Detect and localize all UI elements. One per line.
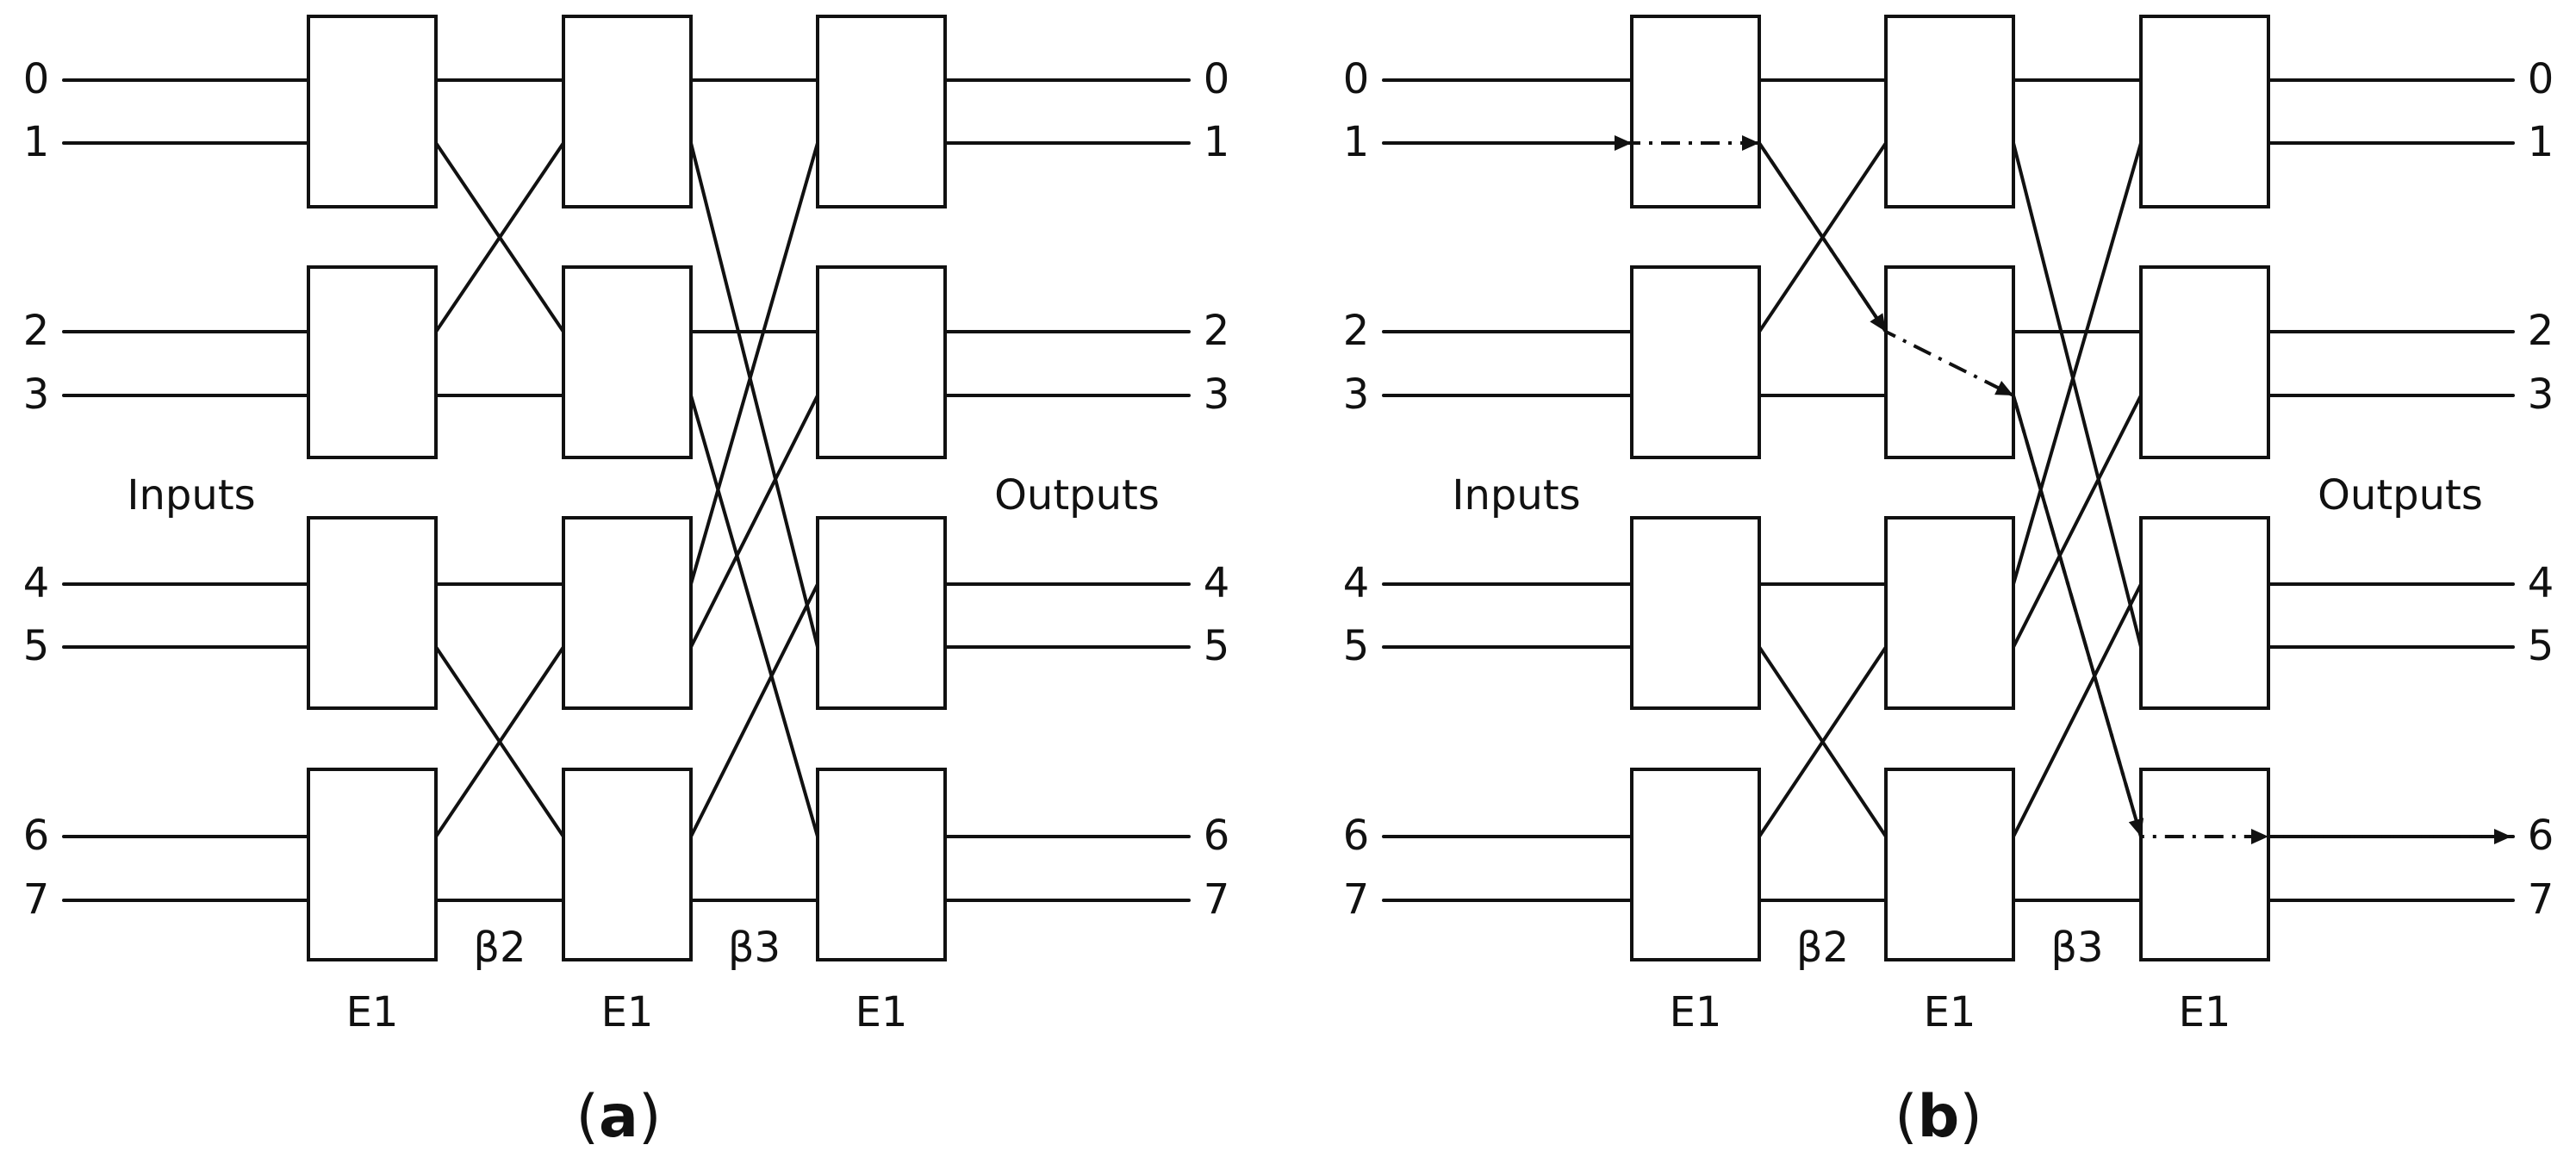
switch-s1-r3 — [1630, 516, 1761, 710]
link-stage2-3-to-6 — [2012, 394, 2143, 838]
stage-label-2: E1 — [601, 988, 654, 1036]
output-port-label-3: 3 — [1204, 370, 1230, 419]
switch-s2-r2 — [562, 265, 693, 459]
link-label-3: β3 — [2050, 924, 2103, 972]
switch-s3-r3 — [2139, 516, 2270, 710]
switch-s2-r1 — [562, 15, 693, 208]
output-port-label-7: 7 — [2528, 875, 2554, 924]
link-stage2-6-to-4 — [2012, 582, 2143, 838]
stage-label-2: E1 — [1924, 988, 1976, 1036]
output-port-label-4: 4 — [1204, 559, 1230, 607]
output-port-label-2: 2 — [2528, 307, 2554, 355]
outputs-label: Outputs — [2318, 471, 2483, 520]
input-port-label-2: 2 — [23, 307, 50, 355]
switch-s2-r4 — [562, 768, 693, 961]
link-stage2-5-to-3 — [2012, 394, 2143, 649]
link-stage2-5-to-3 — [689, 394, 819, 649]
input-port-label-1: 1 — [1343, 118, 1370, 166]
route-arrowhead-5 — [2128, 818, 2144, 837]
link-stage2-6-to-4 — [689, 582, 819, 838]
output-port-label-2: 2 — [1204, 307, 1230, 355]
output-port-label-6: 6 — [1204, 812, 1230, 860]
input-port-label-1: 1 — [23, 118, 50, 166]
switch-s1-r4 — [307, 768, 438, 961]
output-port-label-7: 7 — [1204, 875, 1230, 924]
switch-s3-r4 — [816, 768, 947, 961]
link-stage2-4-to-1 — [689, 141, 819, 586]
input-port-label-0: 0 — [23, 55, 50, 103]
link-stage2-4-to-1 — [2012, 141, 2143, 586]
link-label-2: β2 — [473, 924, 526, 972]
panel-caption: (a) — [576, 1083, 662, 1151]
switch-s2-r4 — [1884, 768, 2015, 961]
route-arrowhead-7 — [2494, 829, 2511, 844]
link-label-3: β3 — [728, 924, 781, 972]
switch-s3-r4 — [2139, 768, 2270, 961]
switch-s2-r3 — [562, 516, 693, 710]
input-port-label-4: 4 — [1343, 559, 1370, 607]
output-port-label-4: 4 — [2528, 559, 2554, 607]
switch-s1-r1 — [1630, 15, 1761, 208]
stage-label-3: E1 — [2179, 988, 2231, 1036]
input-port-label-0: 0 — [1343, 55, 1370, 103]
switch-s2-r3 — [1884, 516, 2015, 710]
stage-label-1: E1 — [346, 988, 399, 1036]
highlighted-route — [1384, 141, 2511, 838]
switch-s1-r2 — [1630, 265, 1761, 459]
switch-s3-r2 — [2139, 265, 2270, 459]
link-stage1-6-to-5 — [1758, 645, 1888, 838]
route-arrowhead-3 — [1870, 313, 1886, 332]
switch-s1-r3 — [307, 516, 438, 710]
switch-s2-r2 — [1884, 265, 2015, 459]
input-port-label-7: 7 — [23, 875, 50, 924]
panel-caption: (b) — [1895, 1083, 1982, 1151]
output-port-label-0: 0 — [2528, 55, 2554, 103]
input-port-label-5: 5 — [23, 622, 50, 670]
route-arrowhead-1 — [1615, 135, 1632, 151]
route-arrowhead-2 — [1742, 135, 1759, 151]
switch-s3-r1 — [2139, 15, 2270, 208]
switch-s3-r2 — [816, 265, 947, 459]
link-stage1-2-to-1 — [434, 141, 565, 333]
link-stage2-1-to-5 — [689, 141, 819, 649]
output-port-label-3: 3 — [2528, 370, 2554, 419]
output-port-label-0: 0 — [1204, 55, 1230, 103]
input-port-label-6: 6 — [23, 812, 50, 860]
link-stage1-6-to-5 — [434, 645, 565, 838]
input-port-label-3: 3 — [23, 370, 50, 419]
output-port-label-6: 6 — [2528, 812, 2554, 860]
input-port-label-7: 7 — [1343, 875, 1370, 924]
route-arrowhead-4 — [1994, 381, 2013, 395]
stage-label-1: E1 — [1670, 988, 1722, 1036]
link-stage2-3-to-6 — [689, 394, 819, 838]
input-port-label-5: 5 — [1343, 622, 1370, 670]
switch-s2-r1 — [1884, 15, 2015, 208]
link-stage2-1-to-5 — [2012, 141, 2143, 649]
link-label-2: β2 — [1796, 924, 1849, 972]
input-port-label-2: 2 — [1343, 307, 1370, 355]
switch-s1-r4 — [1630, 768, 1761, 961]
inputs-label: Inputs — [127, 471, 255, 520]
stage-label-3: E1 — [856, 988, 908, 1036]
output-port-label-1: 1 — [2528, 118, 2554, 166]
output-port-label-1: 1 — [1204, 118, 1230, 166]
outputs-label: Outputs — [994, 471, 1160, 520]
switch-s1-r1 — [307, 15, 438, 208]
switch-s3-r3 — [816, 516, 947, 710]
output-port-label-5: 5 — [1204, 622, 1230, 670]
input-port-label-6: 6 — [1343, 812, 1370, 860]
route-arrowhead-6 — [2251, 829, 2268, 844]
switch-s1-r2 — [307, 265, 438, 459]
inputs-label: Inputs — [1452, 471, 1580, 520]
input-port-label-4: 4 — [23, 559, 50, 607]
input-port-label-3: 3 — [1343, 370, 1370, 419]
switch-s3-r1 — [816, 15, 947, 208]
output-port-label-5: 5 — [2528, 622, 2554, 670]
